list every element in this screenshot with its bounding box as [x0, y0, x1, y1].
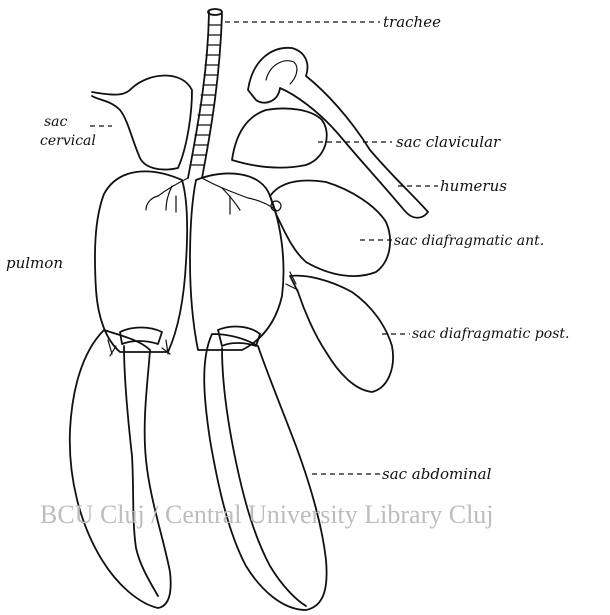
clavicular-sac	[232, 108, 327, 167]
label-sac-diafragmatic-post: sac diafragmatic post.	[412, 326, 569, 342]
left-abdominal-sac-inner	[124, 346, 158, 596]
right-abdominal-sac-inner	[222, 348, 306, 606]
label-sac-cervical-2: cervical	[40, 133, 96, 149]
bronchi	[146, 178, 298, 290]
label-sac-cervical-1: sac	[44, 114, 68, 130]
right-lung	[190, 173, 284, 350]
label-humerus: humerus	[440, 177, 507, 195]
label-pulmon: pulmon	[6, 254, 63, 272]
label-sac-clavicular: sac clavicular	[396, 133, 501, 151]
watermark: BCU Cluj / Central University Library Cl…	[40, 500, 494, 529]
trachea	[188, 9, 222, 178]
left-abdominal-sac	[70, 330, 171, 608]
posterior-diaphragmatic-sac	[290, 276, 393, 392]
cervical-sac	[92, 76, 192, 170]
leader-lines	[90, 22, 438, 474]
label-sac-abdominal: sac abdominal	[382, 465, 492, 483]
anterior-diaphragmatic-sac	[270, 181, 390, 277]
left-lung	[95, 171, 187, 352]
label-trachee: trachee	[383, 13, 441, 31]
label-sac-diafragmatic-ant: sac diafragmatic ant.	[394, 233, 544, 249]
